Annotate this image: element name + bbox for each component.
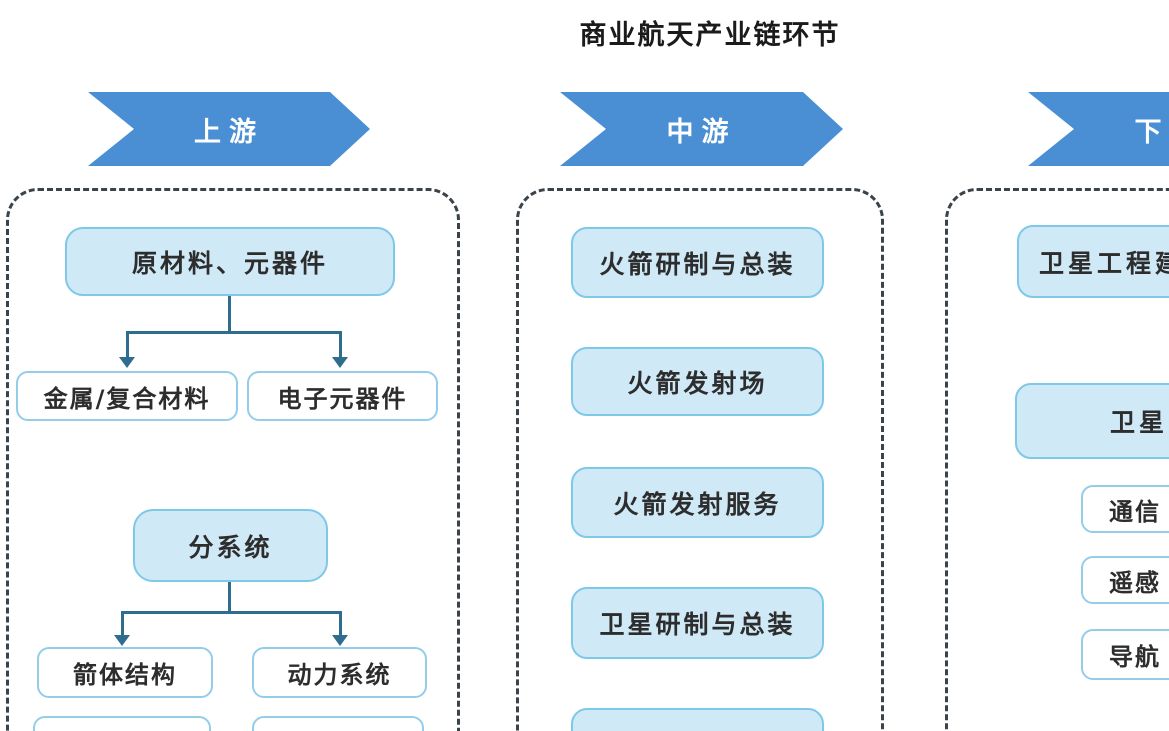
connector-drop-right [339, 331, 342, 360]
connector-branch [127, 331, 341, 334]
connector-drop-left [121, 611, 124, 638]
arrowhead-down-icon [114, 635, 130, 646]
midstream-item-rocket-development: 火箭研制与总装 [571, 227, 824, 298]
banner-upstream: 上游 [88, 92, 370, 166]
upstream-child-rocket-body-structure: 箭体结构 [37, 647, 213, 698]
connector-drop-left [126, 331, 129, 360]
diagram-title: 商业航天产业链环节 [579, 20, 841, 51]
upstream-child-electronic-components: 电子元器件 [247, 371, 438, 421]
connector-drop-right [339, 611, 342, 638]
upstream-parent-subsystems: 分系统 [133, 509, 328, 582]
downstream-zone [945, 188, 1169, 731]
midstream-partial-box [571, 708, 824, 731]
upstream-parent-materials: 原材料、元器件 [65, 227, 395, 296]
midstream-item-satellite-development: 卫星研制与总装 [571, 587, 824, 659]
connector-branch [122, 611, 341, 614]
midstream-item-launch-service: 火箭发射服务 [571, 467, 824, 538]
downstream-sub-navigation: 导航 [1081, 629, 1169, 680]
upstream-zone [6, 188, 460, 731]
arrowhead-down-icon [332, 357, 348, 368]
connector-stem [228, 582, 231, 614]
downstream-sub-remote-sensing: 遥感 [1081, 556, 1169, 604]
midstream-zone [516, 188, 884, 731]
banner-downstream: 下游 [1028, 92, 1169, 166]
midstream-item-launch-site: 火箭发射场 [571, 347, 824, 416]
arrowhead-down-icon [119, 357, 135, 368]
downstream-item-satellite: 卫星 [1015, 383, 1169, 459]
downstream-item-satellite-engineering: 卫星工程建 [1017, 225, 1169, 298]
downstream-sub-communication: 通信 [1081, 485, 1169, 533]
arrowhead-down-icon [332, 635, 348, 646]
upstream-child-metal-composite: 金属/复合材料 [16, 371, 238, 421]
connector-stem [228, 296, 231, 334]
upstream-child-power-system: 动力系统 [252, 647, 427, 698]
banner-midstream: 中游 [560, 92, 843, 166]
upstream-partial-box [33, 716, 211, 731]
upstream-partial-box [252, 716, 424, 731]
